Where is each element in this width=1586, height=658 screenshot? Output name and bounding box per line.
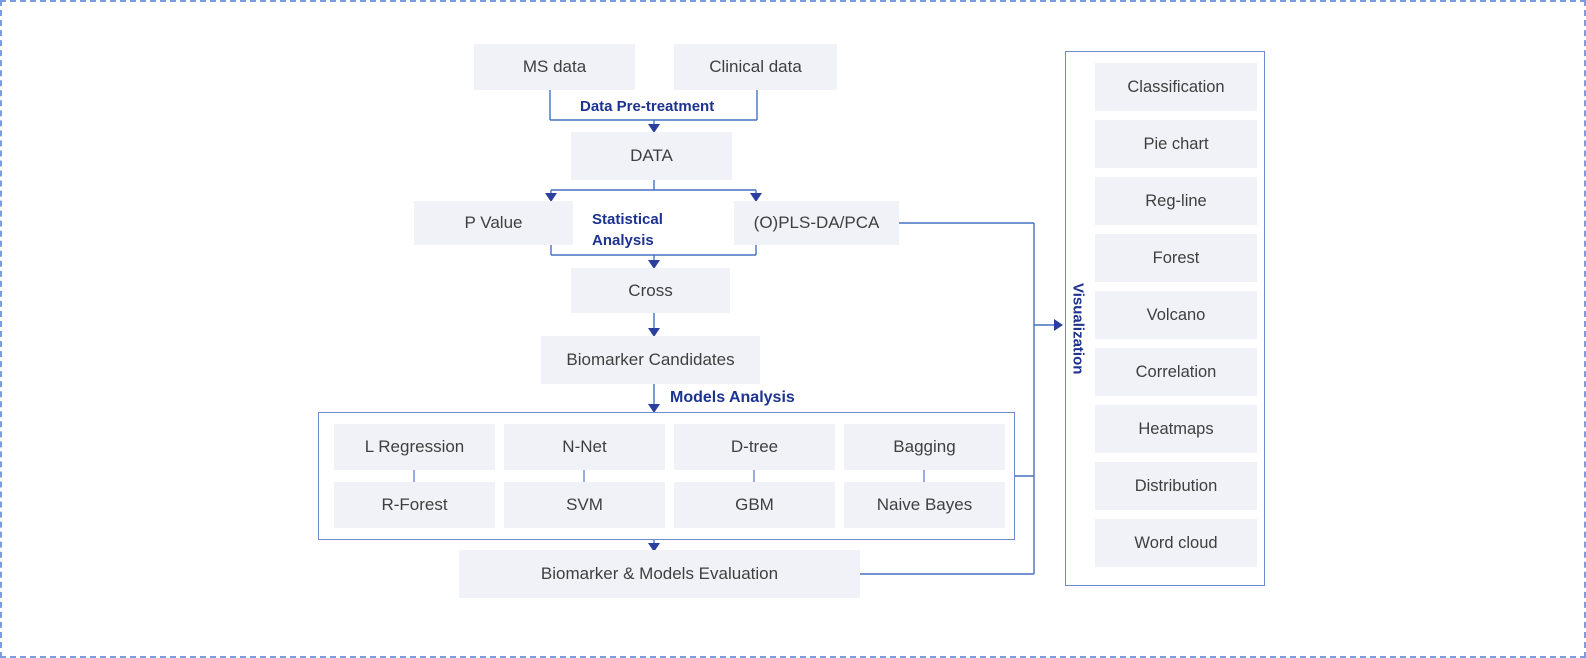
node-opls-da-pca: (O)PLS-DA/PCA xyxy=(734,201,899,245)
node-clinical-data: Clinical data xyxy=(674,44,837,90)
label-visualization: Visualization xyxy=(1069,283,1087,375)
label-statistical-analysis: Statistical Analysis xyxy=(592,209,663,251)
node-model-naive-bayes: Naive Bayes xyxy=(844,482,1005,528)
viz-item-word-cloud: Word cloud xyxy=(1095,519,1257,567)
viz-item-correlation: Correlation xyxy=(1095,348,1257,396)
viz-item-pie-chart: Pie chart xyxy=(1095,120,1257,168)
node-model-svm: SVM xyxy=(504,482,665,528)
node-model-n-net: N-Net xyxy=(504,424,665,470)
node-biomarker-models-evaluation: Biomarker & Models Evaluation xyxy=(459,550,860,598)
viz-item-forest: Forest xyxy=(1095,234,1257,282)
model-pair-ticks xyxy=(413,470,925,482)
node-model-d-tree: D-tree xyxy=(674,424,835,470)
node-data: DATA xyxy=(571,132,732,180)
viz-item-reg-line: Reg-line xyxy=(1095,177,1257,225)
node-cross: Cross xyxy=(571,268,730,313)
node-ms-data: MS data xyxy=(474,44,635,90)
label-data-pretreatment: Data Pre-treatment xyxy=(580,98,715,115)
node-model-gbm: GBM xyxy=(674,482,835,528)
label-statistical-line1: Statistical xyxy=(592,211,663,228)
models-container xyxy=(318,412,1015,540)
node-biomarker-candidates: Biomarker Candidates xyxy=(541,336,760,384)
viz-item-volcano: Volcano xyxy=(1095,291,1257,339)
node-model-bagging: Bagging xyxy=(844,424,1005,470)
label-statistical-line2: Analysis xyxy=(592,232,654,249)
viz-item-distribution: Distribution xyxy=(1095,462,1257,510)
arrowheads xyxy=(545,124,1063,552)
node-model-l-regression: L Regression xyxy=(334,424,495,470)
node-model-r-forest: R-Forest xyxy=(334,482,495,528)
viz-item-heatmaps: Heatmaps xyxy=(1095,405,1257,453)
label-models-analysis: Models Analysis xyxy=(670,389,795,406)
viz-item-classification: Classification xyxy=(1095,63,1257,111)
node-p-value: P Value xyxy=(414,201,573,245)
